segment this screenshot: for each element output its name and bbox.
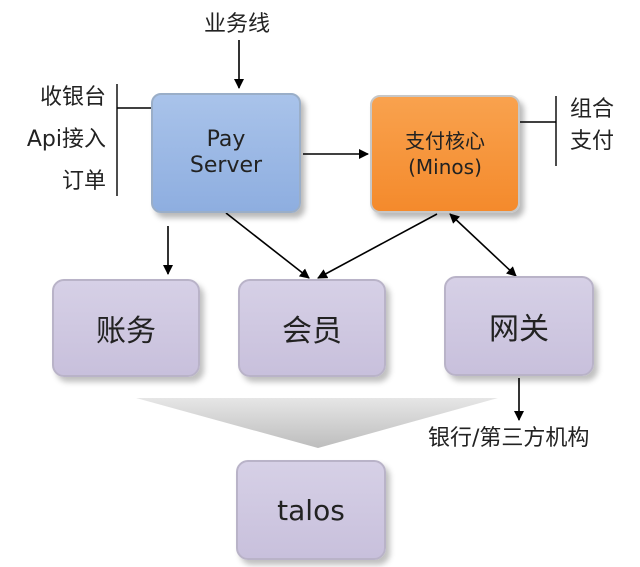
entry-label-api: Api接入: [26, 127, 106, 152]
business-line-label: 业务线: [204, 12, 271, 37]
pay-server-label-line1: Pay: [206, 127, 246, 152]
combo-label-line2: 支付: [570, 129, 615, 154]
payment-core-node: 支付核心 (Minos): [370, 95, 520, 213]
accounting-service-node: 账务: [52, 279, 200, 377]
payment-core-label-line1: 支付核心: [405, 129, 485, 153]
payment-core-label-line2: (Minos): [408, 155, 482, 179]
pay-server-label-line2: Server: [189, 153, 263, 178]
bank-label: 银行/第三方机构: [428, 426, 590, 451]
pay-server-node: Pay Server: [151, 93, 301, 213]
gateway-service-node: 网关: [444, 276, 594, 376]
member-service-node: 会员: [238, 279, 386, 377]
talos-label: talos: [277, 493, 345, 527]
funnel-shape: [136, 398, 498, 448]
member-service-label: 会员: [282, 314, 342, 349]
entry-label-cashier: 收银台: [39, 85, 106, 110]
combo-label-line1: 组合: [570, 97, 615, 122]
entry-label-order: 订单: [61, 169, 106, 194]
gateway-service-label: 网关: [489, 312, 549, 347]
arrow-payserver-to-member: [225, 212, 310, 279]
talos-node: talos: [236, 460, 386, 560]
arrow-core-gateway-bidirectional: [449, 213, 517, 277]
arrow-core-to-member: [317, 213, 438, 279]
accounting-service-label: 账务: [96, 314, 156, 349]
